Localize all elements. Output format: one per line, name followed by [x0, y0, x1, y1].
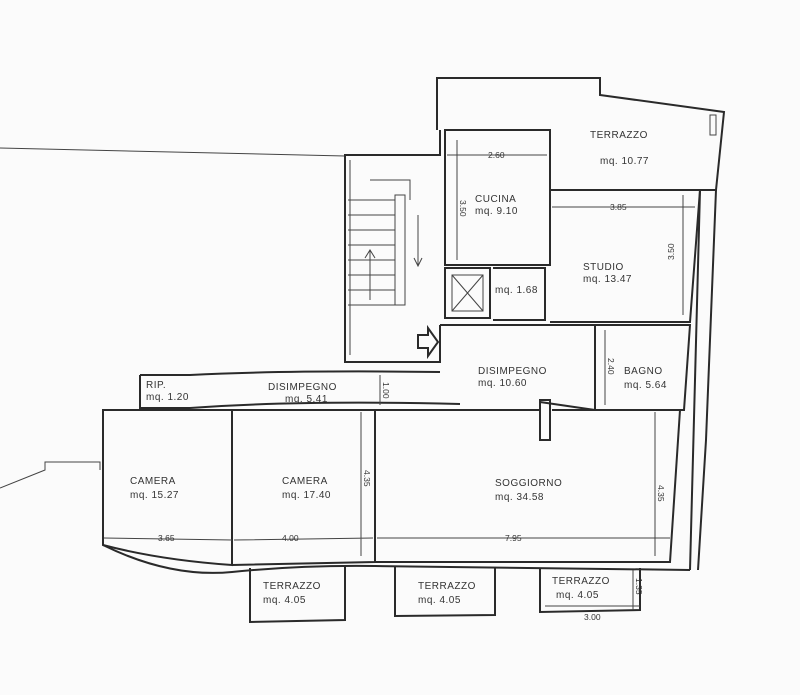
dim-terrazzo3-height: 1.35 — [634, 578, 644, 595]
room-area-camera-1: mq. 15.27 — [130, 490, 179, 501]
room-area-bagno: mq. 5.64 — [624, 380, 667, 391]
room-name-rip: RIP. — [146, 380, 166, 391]
room-area-rip: mq. 1.20 — [146, 392, 189, 403]
terrace-top-outline — [436, 77, 726, 191]
room-name-camera-2: CAMERA — [282, 476, 328, 487]
room-name-camera-1: CAMERA — [130, 476, 176, 487]
room-area-soggiorno: mq. 34.58 — [495, 492, 544, 503]
room-name-terrazzo-1: TERRAZZO — [263, 581, 321, 592]
room-area-studio: mq. 13.47 — [583, 274, 632, 285]
room-name-terrazzo-3: TERRAZZO — [552, 576, 610, 587]
outer-context-lines — [0, 147, 346, 489]
left-corridor-walls — [139, 370, 461, 409]
camera2-walls — [231, 409, 376, 566]
terrazzo-1-walls — [249, 566, 346, 624]
room-name-studio: STUDIO — [583, 262, 624, 273]
room-area-terrazzo-2: mq. 4.05 — [418, 595, 461, 606]
terrazzo-2-walls — [394, 567, 496, 618]
bagno-walls — [594, 324, 692, 411]
room-area-small: mq. 1.68 — [495, 285, 538, 296]
stairwell — [344, 130, 441, 363]
dim-studio-width: 3.85 — [610, 202, 627, 212]
terrazzo-3-walls — [539, 568, 641, 614]
dim-cucina-width: 2.60 — [488, 150, 505, 160]
room-area-camera-2: mq. 17.40 — [282, 490, 331, 501]
room-name-bagno: BAGNO — [624, 366, 663, 377]
dim-camera1-width: 3.65 — [158, 533, 175, 543]
dim-soggiorno-height: 4.35 — [656, 485, 666, 502]
room-area-terrazzo-1: mq. 4.05 — [263, 595, 306, 606]
dim-disimpegno-left-height: 1.00 — [381, 382, 391, 399]
room-area-terrazzo-3: mq. 4.05 — [556, 590, 599, 601]
room-area-cucina: mq. 9.10 — [475, 206, 518, 217]
elevator-shaft — [444, 267, 491, 319]
camera1-walls — [102, 409, 233, 567]
room-name-terrazzo-2: TERRAZZO — [418, 581, 476, 592]
dim-terrazzo3-width: 3.00 — [584, 612, 601, 622]
dim-camera2-width: 4.00 — [282, 533, 299, 543]
room-area-terrazzo-top: mq. 10.77 — [600, 156, 649, 167]
dim-cucina-height: 3.50 — [458, 200, 468, 217]
room-name-soggiorno: SOGGIORNO — [495, 478, 562, 489]
main-corridor-walls — [440, 324, 596, 441]
entrance-arrow-icon — [417, 324, 440, 360]
room-name-disimpegno-left: DISIMPEGNO — [268, 382, 337, 393]
room-name-terrazzo-top: TERRAZZO — [590, 130, 648, 141]
room-area-disimpegno-left: mq. 5.41 — [285, 394, 328, 405]
dim-studio-height: 3.50 — [666, 243, 676, 260]
dim-bagno-height: 2.40 — [606, 358, 616, 375]
dim-camera2-height: 4.35 — [362, 470, 372, 487]
right-exterior-wall — [689, 189, 717, 571]
dimension-lines — [103, 140, 695, 610]
small-room-walls — [493, 267, 546, 321]
room-name-cucina: CUCINA — [475, 194, 516, 205]
room-name-disimpegno-main: DISIMPEGNO — [478, 366, 547, 377]
cucina-walls — [444, 129, 551, 266]
dim-soggiorno-width: 7.95 — [505, 533, 522, 543]
studio-walls — [550, 189, 702, 323]
soggiorno-walls — [375, 409, 682, 563]
room-area-disimpegno-main: mq. 10.60 — [478, 378, 527, 389]
